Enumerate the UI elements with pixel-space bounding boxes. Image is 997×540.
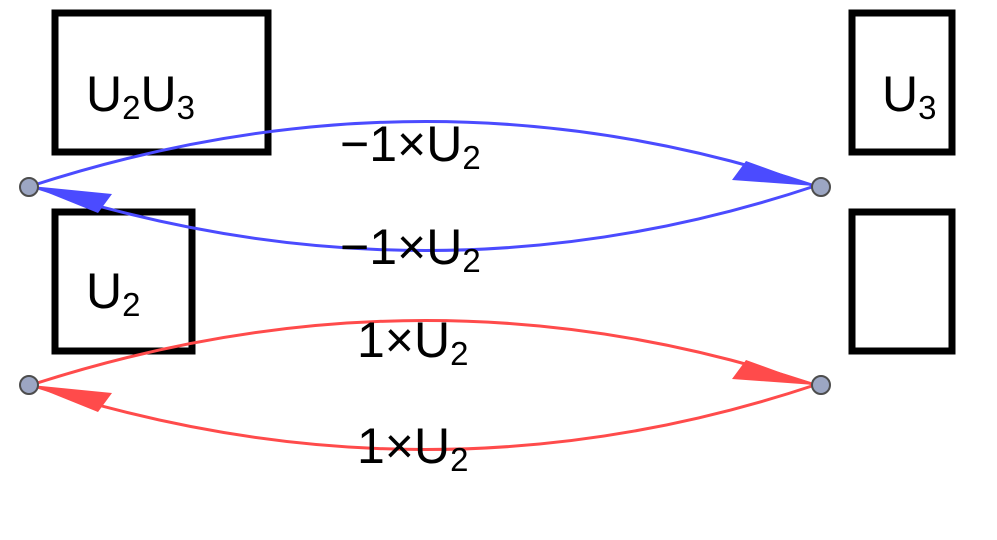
blue-forward-edge xyxy=(30,120,816,188)
box-top-right xyxy=(848,9,956,156)
blue-forward-label: −1×U2 xyxy=(340,116,481,176)
blue-forward-arrowhead xyxy=(732,161,815,186)
red-forward-label: 1×U2 xyxy=(357,312,468,372)
box-bottom-right xyxy=(848,208,956,355)
box-bottom-left xyxy=(51,208,196,355)
node-top-right xyxy=(811,177,831,197)
box-top-right-label: U3 xyxy=(882,66,936,126)
node-top-left xyxy=(19,177,39,197)
red-forward-arrowhead xyxy=(732,360,815,385)
red-forward-edge xyxy=(30,319,816,387)
blue-backward-arrowhead xyxy=(31,186,112,213)
blue-backward-edge xyxy=(30,184,816,252)
red-backward-edge xyxy=(30,383,816,451)
red-backward-arrowhead xyxy=(31,385,112,412)
red-backward-label: 1×U2 xyxy=(357,418,468,478)
box-top-left-label: U2U3 xyxy=(86,66,195,126)
node-bottom-right xyxy=(811,375,831,395)
blue-backward-label: −1×U2 xyxy=(340,219,481,279)
node-bottom-left xyxy=(19,375,39,395)
box-bottom-left-label: U2 xyxy=(86,263,140,323)
